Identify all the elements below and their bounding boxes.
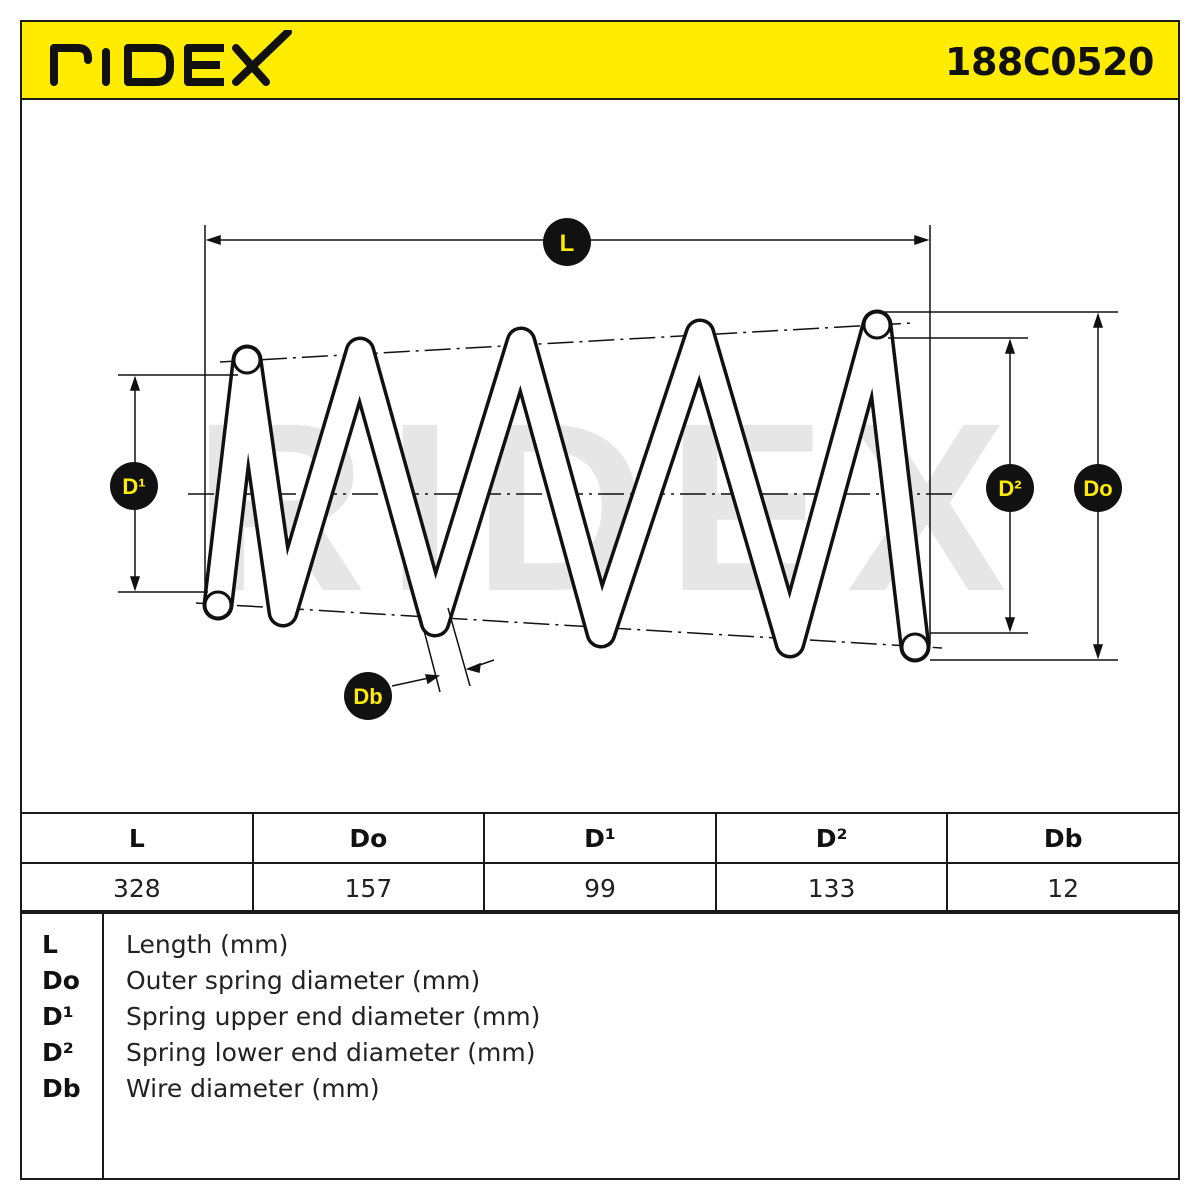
legend-item: Do Outer spring diameter (mm) (22, 966, 1178, 1002)
legend-divider (102, 912, 104, 1178)
specs-value-cell: 157 (251, 862, 486, 914)
specs-header-cell: Db (946, 812, 1180, 864)
specs-value-cell: 328 (20, 862, 254, 914)
legend-item: L Length (mm) (22, 930, 1178, 966)
legend-item: D² Spring lower end diameter (mm) (22, 1038, 1178, 1074)
label-Db-text: Db (353, 684, 382, 709)
upper-envelope-line (219, 322, 913, 363)
legend-key: Db (42, 1074, 81, 1103)
lower-envelope-line (195, 602, 943, 649)
specs-value-cell: 133 (714, 862, 949, 914)
specs-header-cell: L (20, 812, 254, 864)
legend-desc: Spring lower end diameter (mm) (126, 1038, 536, 1067)
legend-item: D¹ Spring upper end diameter (mm) (22, 1002, 1178, 1038)
wire-diameter-dimension (391, 607, 495, 693)
label-D2: D² (986, 464, 1034, 512)
specs-header-cell: Do (251, 812, 486, 864)
label-Db: Db (344, 672, 392, 720)
legend-desc: Outer spring diameter (mm) (126, 966, 481, 995)
specs-value-cell: 99 (483, 862, 717, 914)
label-L-text: L (560, 230, 575, 257)
label-Do: Do (1074, 464, 1122, 512)
label-D1-text: D¹ (122, 474, 145, 499)
part-number: 188C0520 (945, 40, 1154, 84)
legend-desc: Wire diameter (mm) (126, 1074, 380, 1103)
label-D1: D¹ (110, 462, 158, 510)
header-bar: 188C0520 (20, 20, 1180, 100)
legend-key: D² (42, 1038, 74, 1067)
specs-header-cell: D² (714, 812, 949, 864)
specs-header-row: L Do D¹ D² Db (20, 812, 1180, 864)
legend-desc: Length (mm) (126, 930, 289, 959)
specs-value-cell: 12 (946, 862, 1180, 914)
legend: L Length (mm) Do Outer spring diameter (… (20, 910, 1180, 1180)
label-Do-text: Do (1083, 476, 1112, 501)
legend-key: L (42, 930, 58, 959)
legend-key: D¹ (42, 1002, 74, 1031)
legend-item: Db Wire diameter (mm) (22, 1074, 1178, 1110)
label-L: L (543, 218, 591, 266)
label-D2-text: D² (998, 476, 1021, 501)
spring-coil (202, 309, 931, 663)
legend-key: Do (42, 966, 80, 995)
specs-table: L Do D¹ D² Db 328 157 99 133 12 (20, 812, 1180, 914)
specs-header-cell: D¹ (483, 812, 717, 864)
ridex-logo (50, 30, 292, 86)
specs-value-row: 328 157 99 133 12 (20, 862, 1180, 914)
legend-desc: Spring upper end diameter (mm) (126, 1002, 541, 1031)
